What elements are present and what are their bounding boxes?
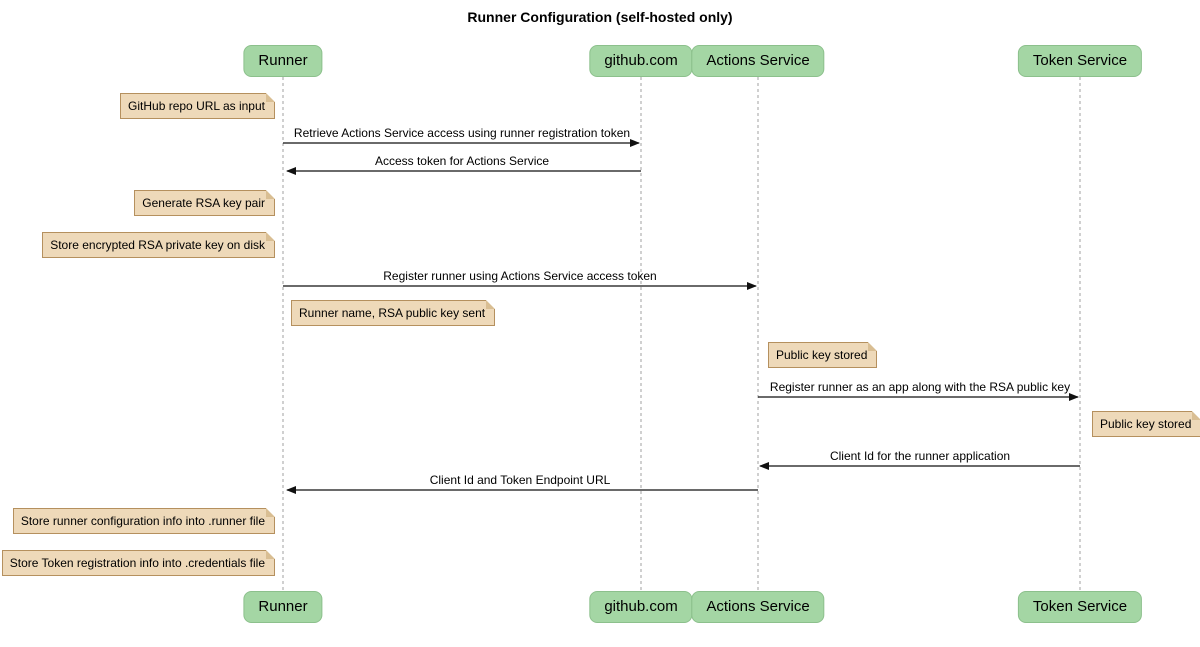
- message-label-4: Register runner as an app along with the…: [769, 380, 1071, 394]
- note-store-credentials-file: Store Token registration info into .cred…: [1, 550, 276, 576]
- note-store-private-key: Store encrypted RSA private key on disk: [42, 232, 275, 258]
- participant-token-service-top: Token Service: [1017, 45, 1143, 77]
- note-github-repo-url: GitHub repo URL as input: [120, 93, 275, 119]
- note-public-key-stored-token: Public key stored: [1092, 411, 1200, 437]
- message-label-2: Access token for Actions Service: [374, 154, 550, 168]
- note-runner-name-public-key: Runner name, RSA public key sent: [291, 300, 496, 326]
- message-label-6: Client Id and Token Endpoint URL: [429, 473, 611, 487]
- note-store-runner-file: Store runner configuration info into .ru…: [12, 508, 276, 534]
- message-label-5: Client Id for the runner application: [829, 449, 1011, 463]
- diagram-title: Runner Configuration (self-hosted only): [467, 9, 733, 25]
- participant-runner-bottom: Runner: [243, 591, 323, 623]
- message-label-1: Retrieve Actions Service access using ru…: [293, 126, 631, 140]
- participant-github-top: github.com: [589, 45, 693, 77]
- participant-actions-service-bottom: Actions Service: [691, 591, 825, 623]
- note-generate-rsa-key: Generate RSA key pair: [134, 190, 275, 216]
- participant-runner-top: Runner: [243, 45, 323, 77]
- participant-token-service-bottom: Token Service: [1017, 591, 1143, 623]
- participant-github-bottom: github.com: [589, 591, 693, 623]
- note-public-key-stored-actions: Public key stored: [768, 342, 878, 368]
- message-label-3: Register runner using Actions Service ac…: [383, 269, 657, 283]
- participant-actions-service-top: Actions Service: [691, 45, 825, 77]
